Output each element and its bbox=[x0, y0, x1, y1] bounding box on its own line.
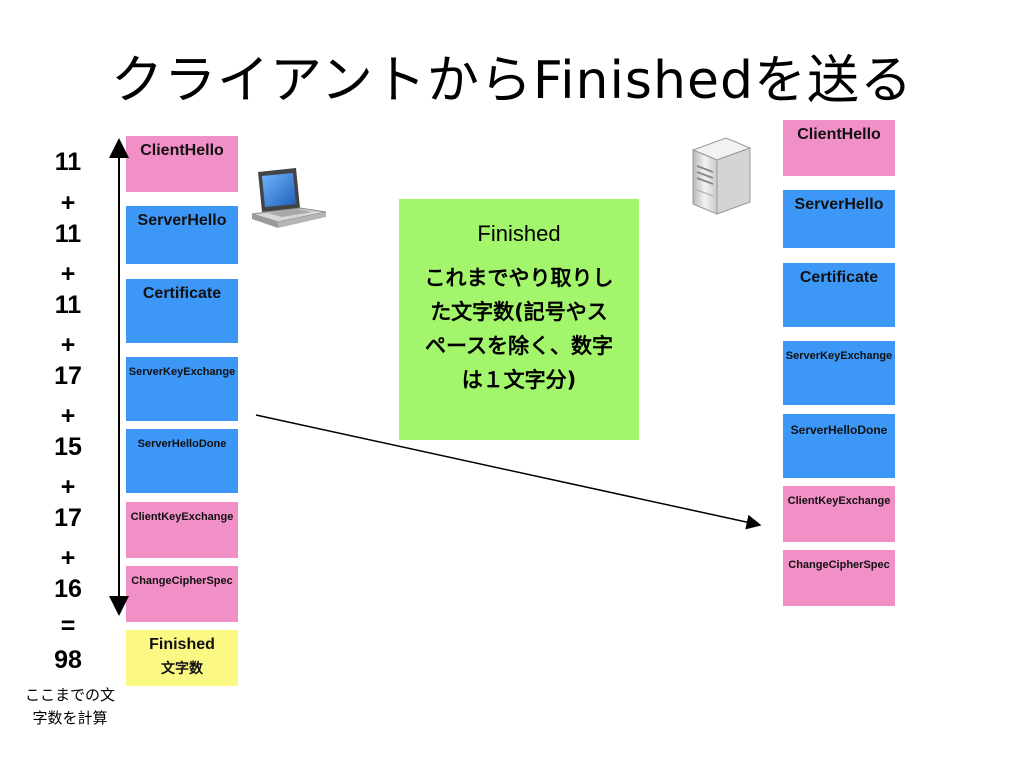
sum-operator: + bbox=[60, 331, 76, 359]
finished-sublabel: 文字数 bbox=[161, 660, 203, 676]
client-msg-serverhello: ServerHello bbox=[126, 206, 238, 264]
sum-term: 17 bbox=[54, 504, 82, 532]
sum-term: 11 bbox=[54, 148, 82, 176]
calc-note-line: ここまでの文 bbox=[24, 686, 115, 704]
sum-operator: + bbox=[60, 473, 76, 501]
sum-operator: + bbox=[60, 544, 76, 572]
info-box-line: これまでやり取りし bbox=[424, 266, 614, 290]
client-msg-clientkeyexchange: ClientKeyExchange bbox=[126, 502, 238, 558]
sum-operator: + bbox=[60, 402, 76, 430]
client-msg-changecipherspec: ChangeCipherSpec bbox=[126, 566, 238, 622]
server-msg-changecipherspec: ChangeCipherSpec bbox=[783, 550, 895, 606]
server-msg-certificate: Certificate bbox=[783, 263, 895, 327]
laptop-icon bbox=[251, 168, 327, 228]
server-msg-serverkeyexchange: ServerKeyExchange bbox=[783, 341, 895, 405]
sum-equals: = bbox=[60, 612, 76, 640]
calc-note: ここまでの文 字数を計算 bbox=[14, 684, 126, 730]
sum-term: 16 bbox=[54, 575, 82, 603]
sum-term: 11 bbox=[54, 220, 82, 248]
slide-title: クライアントからFinishedを送る bbox=[111, 51, 913, 111]
send-arrow bbox=[255, 414, 762, 530]
calc-note-line: 字数を計算 bbox=[32, 709, 108, 727]
sum-operator: + bbox=[60, 189, 76, 217]
client-msg-clienthello: ClientHello bbox=[126, 136, 238, 192]
info-box-line: ペースを除く、数字 bbox=[425, 334, 613, 358]
client-msg-serverkeyexchange: ServerKeyExchange bbox=[126, 357, 238, 421]
info-box-line: た文字数(記号やス bbox=[430, 300, 608, 324]
info-box-line: は１文字分) bbox=[461, 368, 577, 392]
client-msg-certificate: Certificate bbox=[126, 279, 238, 343]
sum-term: 11 bbox=[54, 291, 82, 319]
server-msg-serverhello: ServerHello bbox=[783, 190, 895, 248]
info-box-body: これまでやり取りし た文字数(記号やス ペースを除く、数字 は１文字分) bbox=[399, 261, 639, 397]
server-msg-serverhellodone: ServerHelloDone bbox=[783, 414, 895, 478]
sum-term: 17 bbox=[54, 362, 82, 390]
server-icon bbox=[691, 137, 752, 215]
finished-info-box: Finished これまでやり取りし た文字数(記号やス ペースを除く、数字 は… bbox=[399, 199, 639, 440]
client-msg-serverhellodone: ServerHelloDone bbox=[126, 429, 238, 493]
server-msg-clienthello: ClientHello bbox=[783, 120, 895, 176]
sum-term: 15 bbox=[54, 433, 82, 461]
client-msg-finished: Finished 文字数 bbox=[126, 630, 238, 686]
finished-label: Finished bbox=[149, 636, 215, 653]
info-box-title: Finished bbox=[477, 221, 561, 246]
server-msg-clientkeyexchange: ClientKeyExchange bbox=[783, 486, 895, 542]
sum-operator: + bbox=[60, 260, 76, 288]
sum-total: 98 bbox=[54, 646, 82, 674]
